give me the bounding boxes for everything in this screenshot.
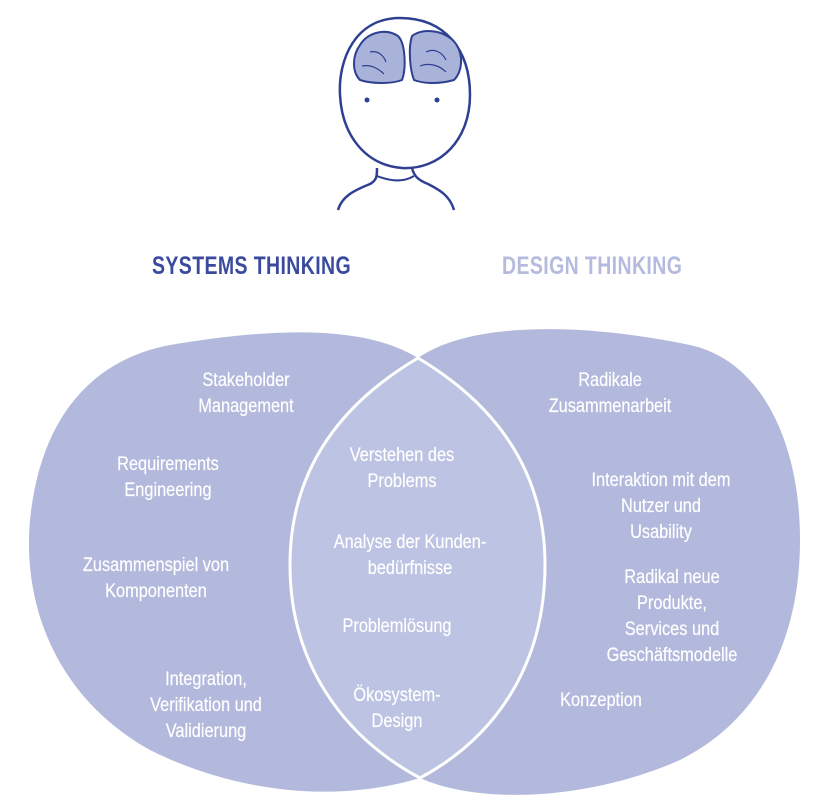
systems-item-zusammenspiel: Zusammenspiel von Komponenten <box>82 555 230 602</box>
systems-thinking-heading: SYSTEMS THINKING <box>152 252 352 280</box>
design-thinking-heading: DESIGN THINKING <box>502 252 683 280</box>
overlap-item-oekosystem: Ökosystem- Design <box>353 685 441 732</box>
overlap-item-problemloesung: Problemlösung <box>342 616 452 637</box>
design-item-interaktion: Interaktion mit dem Nutzer und Usability <box>591 470 731 543</box>
design-item-radikal-neue: Radikal neue Produkte, Services und Gesc… <box>606 567 738 666</box>
design-item-konzeption: Konzeption <box>560 690 642 711</box>
systems-item-requirements-engineering: Requirements Engineering <box>117 454 219 501</box>
head-with-brain-icon <box>336 16 472 211</box>
design-item-radikale-zusammenarbeit: Radikale Zusammenarbeit <box>548 370 672 417</box>
overlap-item-verstehen: Verstehen des Problems <box>349 445 455 492</box>
systems-item-stakeholder-management: Stakeholder Management <box>198 370 294 417</box>
overlap-item-analyse: Analyse der Kunden- bedürfnisse <box>333 532 487 579</box>
systems-item-integration: Integration, Verifikation und Validierun… <box>150 669 262 742</box>
overlap-lens <box>288 356 547 780</box>
